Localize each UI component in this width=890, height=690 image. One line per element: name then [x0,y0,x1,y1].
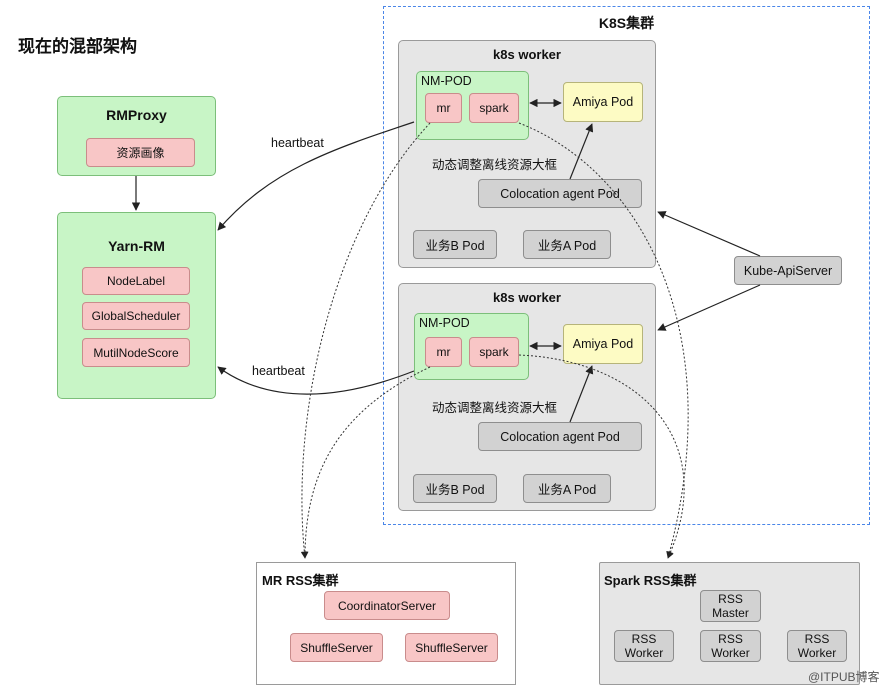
nm-pod-label: NM-POD [419,316,470,330]
adjust-label-2: 动态调整离线资源大框 [432,401,558,415]
rss-worker-line2: Worker [711,646,750,660]
mr-box-2: mr [425,337,462,367]
amiya-pod-2: Amiya Pod [563,324,643,364]
rss-worker-line2: Worker [797,646,837,660]
biz-a-pod-2: 业务A Pod [523,474,611,503]
dotted-mr1-to-mr-rss [300,122,431,559]
rss-worker-box-1: RSS Worker [614,630,674,662]
mr-rss-title: MR RSS集群 [262,573,339,588]
spark-box-1: spark [469,93,519,123]
rss-worker-box-3: RSS Worker [787,630,847,662]
arrow-apiserver-worker-1 [657,211,761,257]
rmproxy-title: RMProxy [106,107,167,123]
page-title: 现在的混部架构 [18,37,137,56]
rss-worker-line1: RSS [718,632,743,646]
rss-master-line1: RSS [718,592,743,606]
spark-rss-title: Spark RSS集群 [604,573,697,588]
dotted-spark1-to-spark-rss [518,122,689,559]
rss-master-line2: Master [712,606,749,620]
arrow-apiserver-worker-2 [657,284,761,331]
mr-box-1: mr [425,93,462,123]
nodelabel-box: NodeLabel [82,267,190,295]
biz-b-pod-2: 业务B Pod [413,474,497,503]
rss-worker-box-2: RSS Worker [700,630,761,662]
worker-title: k8s worker [493,47,561,62]
biz-b-pod-1: 业务B Pod [413,230,497,259]
spark-box-2: spark [469,337,519,367]
yarn-rm-title: Yarn-RM [108,238,165,254]
adjust-label-1: 动态调整离线资源大框 [432,158,558,172]
arrow-agent-amiya-1 [569,123,594,180]
watermark: @ITPUB博客 [808,670,880,684]
dotted-mr2-to-mr-rss [301,366,431,559]
rss-worker-line1: RSS [631,632,657,646]
rss-worker-line2: Worker [624,646,664,660]
colocation-agent-pod-2: Colocation agent Pod [478,422,642,451]
kube-apiserver-box: Kube-ApiServer [734,256,842,285]
spark-rss-cluster: Spark RSS集群 [599,562,860,685]
k8s-cluster: K8S集群 [383,6,870,525]
heartbeat-arrow-1 [217,121,415,231]
globalscheduler-box: GlobalScheduler [82,302,190,330]
rss-master-box: RSS Master [700,590,761,622]
k8s-cluster-title: K8S集群 [598,15,655,31]
amiya-pod-1: Amiya Pod [563,82,643,122]
mutilnodescore-box: MutilNodeScore [82,338,190,367]
heartbeat-label-2: heartbeat [252,364,305,378]
dotted-spark2-to-spark-rss [518,354,685,559]
shuffle-server-box-2: ShuffleServer [405,633,498,662]
worker-title: k8s worker [493,290,561,305]
biz-a-pod-1: 业务A Pod [523,230,611,259]
resource-profile-box: 资源画像 [86,138,195,167]
heartbeat-arrow-2 [217,366,415,395]
coordinator-server-box: CoordinatorServer [324,591,450,620]
arrow-agent-amiya-2 [569,365,594,423]
colocation-agent-pod-1: Colocation agent Pod [478,179,642,208]
heartbeat-label-1: heartbeat [271,136,324,150]
shuffle-server-box-1: ShuffleServer [290,633,383,662]
nm-pod-label: NM-POD [421,74,472,88]
mr-rss-cluster: MR RSS集群 [256,562,516,685]
rss-worker-line1: RSS [804,632,830,646]
